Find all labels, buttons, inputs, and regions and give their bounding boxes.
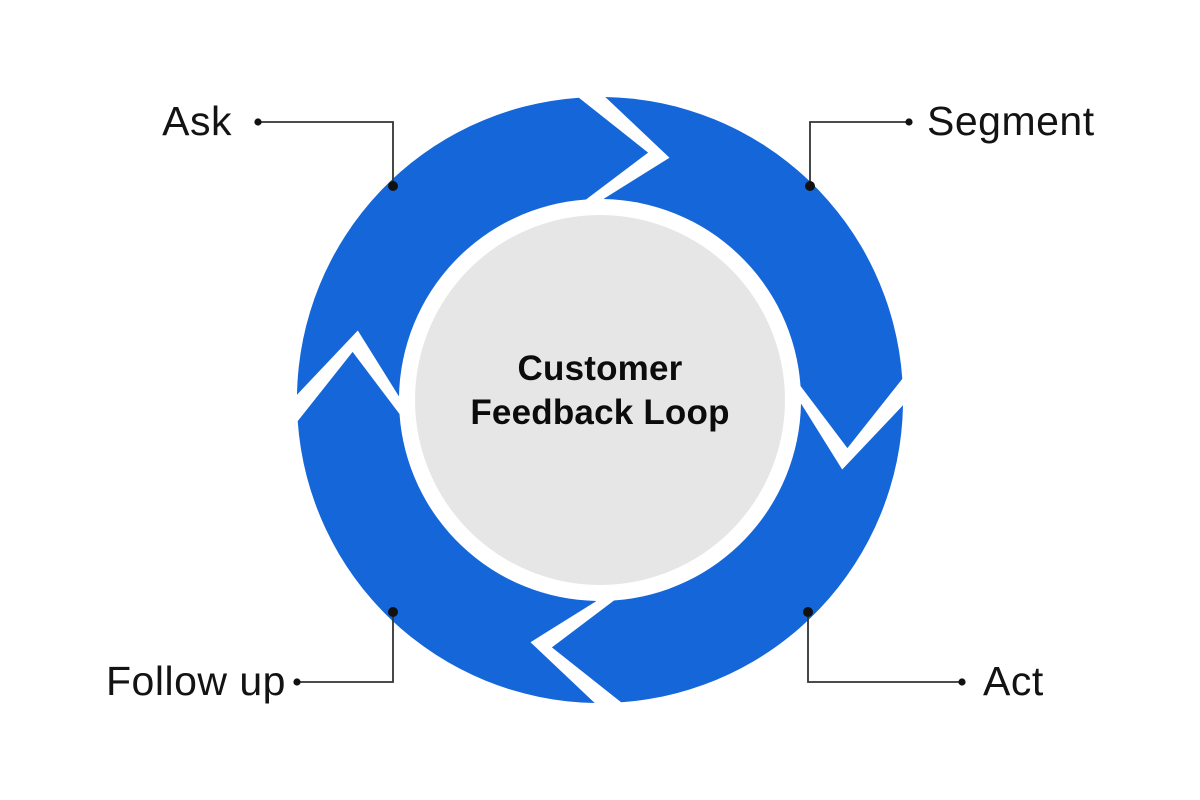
- step-label-segment: Segment: [927, 98, 1095, 144]
- ask-ring-dot: [388, 181, 398, 191]
- diagram-title-line2: Feedback Loop: [470, 393, 730, 432]
- diagram-title-line1: Customer: [517, 349, 683, 388]
- segment-text-dot: [905, 118, 913, 126]
- step-label-ask: Ask: [162, 98, 232, 144]
- step-label-follow-up: Follow up: [106, 658, 286, 704]
- leader-segment: [805, 118, 913, 191]
- ring-segment-segment: [603, 97, 903, 449]
- ring-segment-follow-up: [297, 351, 597, 703]
- ring-segment-ask: [297, 97, 649, 397]
- follow-up-text-dot: [293, 678, 301, 686]
- segment-ring-dot: [805, 181, 815, 191]
- cycle-ring: [297, 97, 903, 703]
- leader-follow-up: [293, 607, 398, 686]
- ask-text-dot: [254, 118, 262, 126]
- step-label-act: Act: [983, 658, 1044, 704]
- diagram-title: Customer Feedback Loop: [400, 347, 800, 435]
- leader-act: [803, 607, 966, 686]
- center-disc: [415, 215, 785, 585]
- leader-lines: [254, 118, 966, 686]
- leader-ask: [254, 118, 398, 191]
- act-ring-dot: [803, 607, 813, 617]
- follow-up-ring-dot: [388, 607, 398, 617]
- ring-segment-act: [551, 403, 903, 703]
- act-text-dot: [958, 678, 966, 686]
